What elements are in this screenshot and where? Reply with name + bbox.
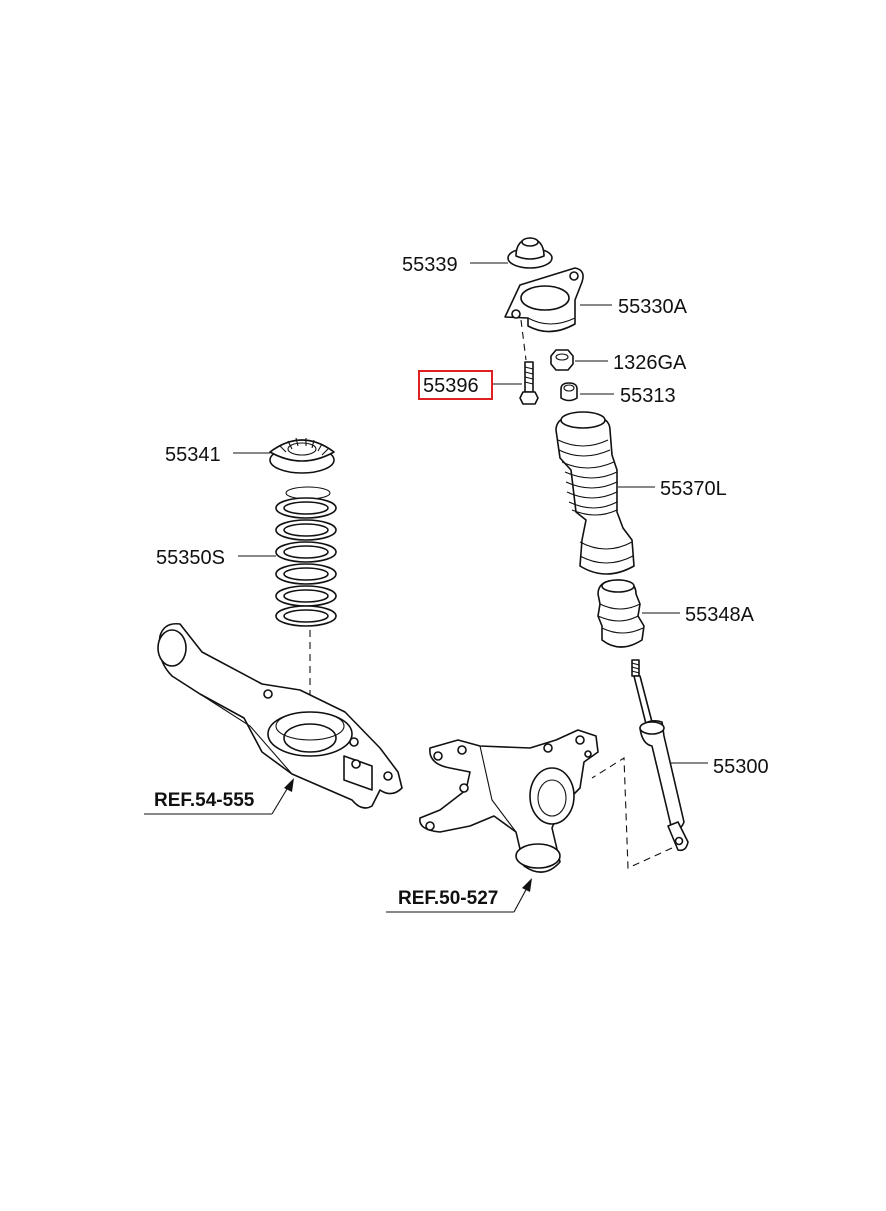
- part-55300-shock-absorber: [631, 659, 689, 852]
- label-55330A[interactable]: 55330A: [618, 296, 688, 318]
- leader-ref-50-527-diag: [513, 885, 529, 913]
- ref-50-527[interactable]: REF.50-527: [398, 888, 498, 909]
- label-55300[interactable]: 55300: [713, 756, 769, 778]
- part-55370L-dust-boot: [555, 411, 635, 575]
- part-55341-spring-pad: [269, 437, 335, 474]
- part-55350S-coil-spring: [275, 486, 337, 627]
- arrow-ref-50-527: [522, 878, 532, 892]
- part-1326GA-nut: [550, 349, 574, 371]
- part-lower-control-arm: [157, 622, 403, 809]
- dashed-line-bolt: [520, 319, 527, 361]
- label-55350S[interactable]: 55350S: [156, 547, 225, 569]
- ref-54-555[interactable]: REF.54-555: [154, 790, 255, 811]
- label-55370L[interactable]: 55370L: [660, 478, 727, 500]
- part-knuckle: [419, 729, 599, 873]
- part-55348A-bump-stop: [597, 579, 645, 648]
- part-55330A-mount: [504, 267, 584, 333]
- part-55313-bushing: [560, 382, 578, 402]
- arrow-ref-54-555: [284, 778, 294, 792]
- label-55339[interactable]: 55339: [402, 254, 458, 276]
- highlight-box-55396: [418, 370, 493, 400]
- part-55339-cap: [507, 237, 553, 269]
- label-55348A[interactable]: 55348A: [685, 604, 755, 626]
- label-55313[interactable]: 55313: [620, 385, 676, 407]
- label-55341[interactable]: 55341: [165, 444, 221, 466]
- label-1326GA[interactable]: 1326GA: [613, 352, 687, 374]
- dashed-line-shock: [591, 757, 673, 869]
- part-55396-bolt: [519, 361, 539, 405]
- label-55396[interactable]: 55396: [423, 375, 479, 397]
